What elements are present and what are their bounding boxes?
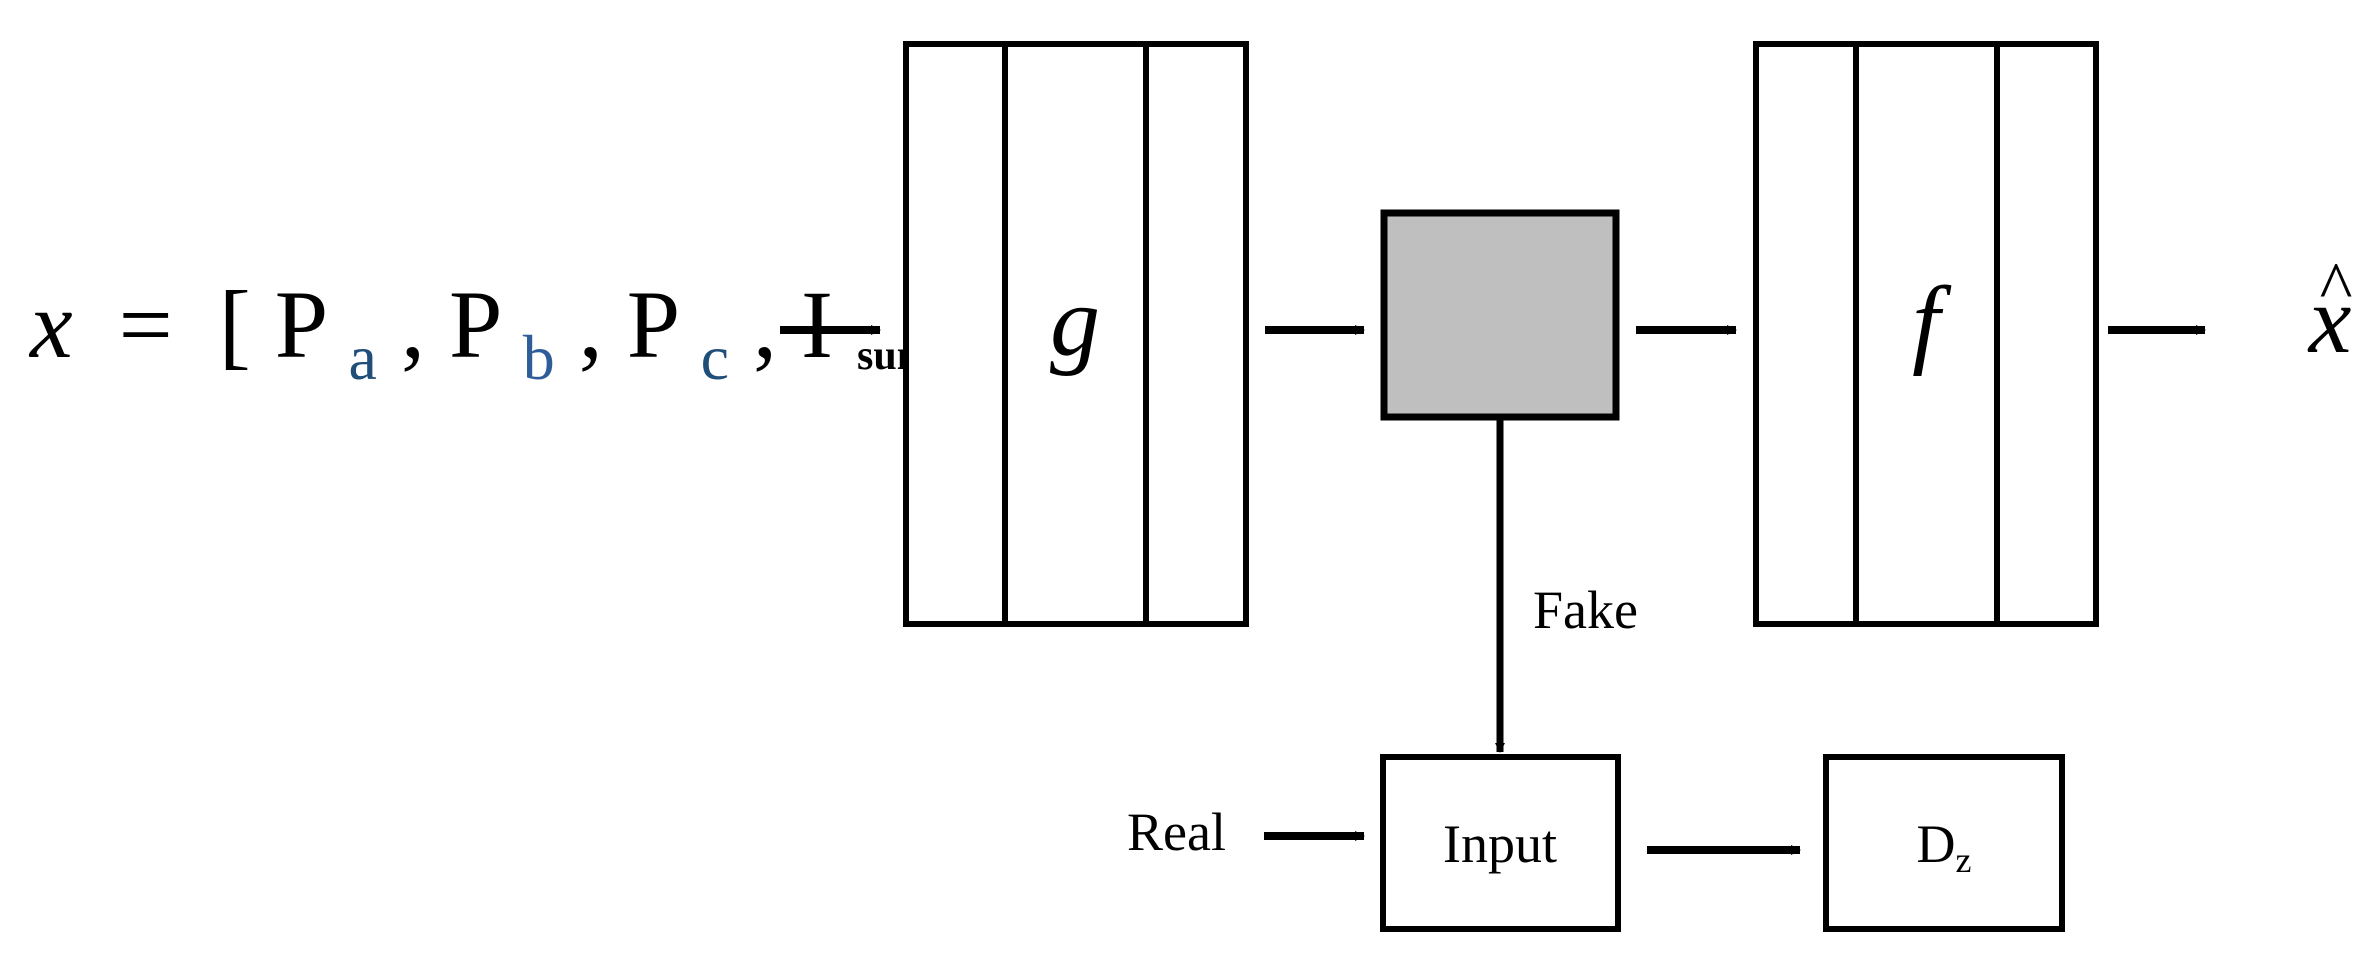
term-isum-base: I [801,271,833,378]
latent-code-box [1380,209,1620,421]
encoder-label: g [1050,266,1100,377]
separator-3: , [753,271,777,378]
term-pb-base: P [449,271,499,378]
term-pb-sub: b [523,322,555,393]
output-accent: ^ [2320,249,2353,326]
discriminator-sub: z [1956,840,1972,880]
term-pa-sub: a [349,322,377,393]
input-expression: x = [ P a , P b , P c , I sum ] [28,271,988,400]
fake-label: Fake [1533,580,1638,640]
term-pa-base: P [275,271,325,378]
input-variable: x [28,271,73,378]
term-pc-sub: c [701,322,729,393]
open-bracket: [ [219,271,251,378]
output-label: x [2307,266,2352,373]
term-pc-base: P [627,271,677,378]
discriminator-box [1823,754,2065,932]
discriminator-base: D [1917,814,1956,874]
decoder-block: f [1753,41,2099,627]
separator-1: , [401,271,425,378]
input-box-label: Input [1443,814,1557,874]
real-label: Real [1127,802,1226,862]
output-x-hat: x ^ [2307,249,2353,373]
equals-sign: = [119,271,173,378]
discriminator-label: Dz [1917,814,1972,880]
separator-2: , [579,271,603,378]
input-box [1380,754,1621,932]
encoder-block: g [903,41,1249,627]
